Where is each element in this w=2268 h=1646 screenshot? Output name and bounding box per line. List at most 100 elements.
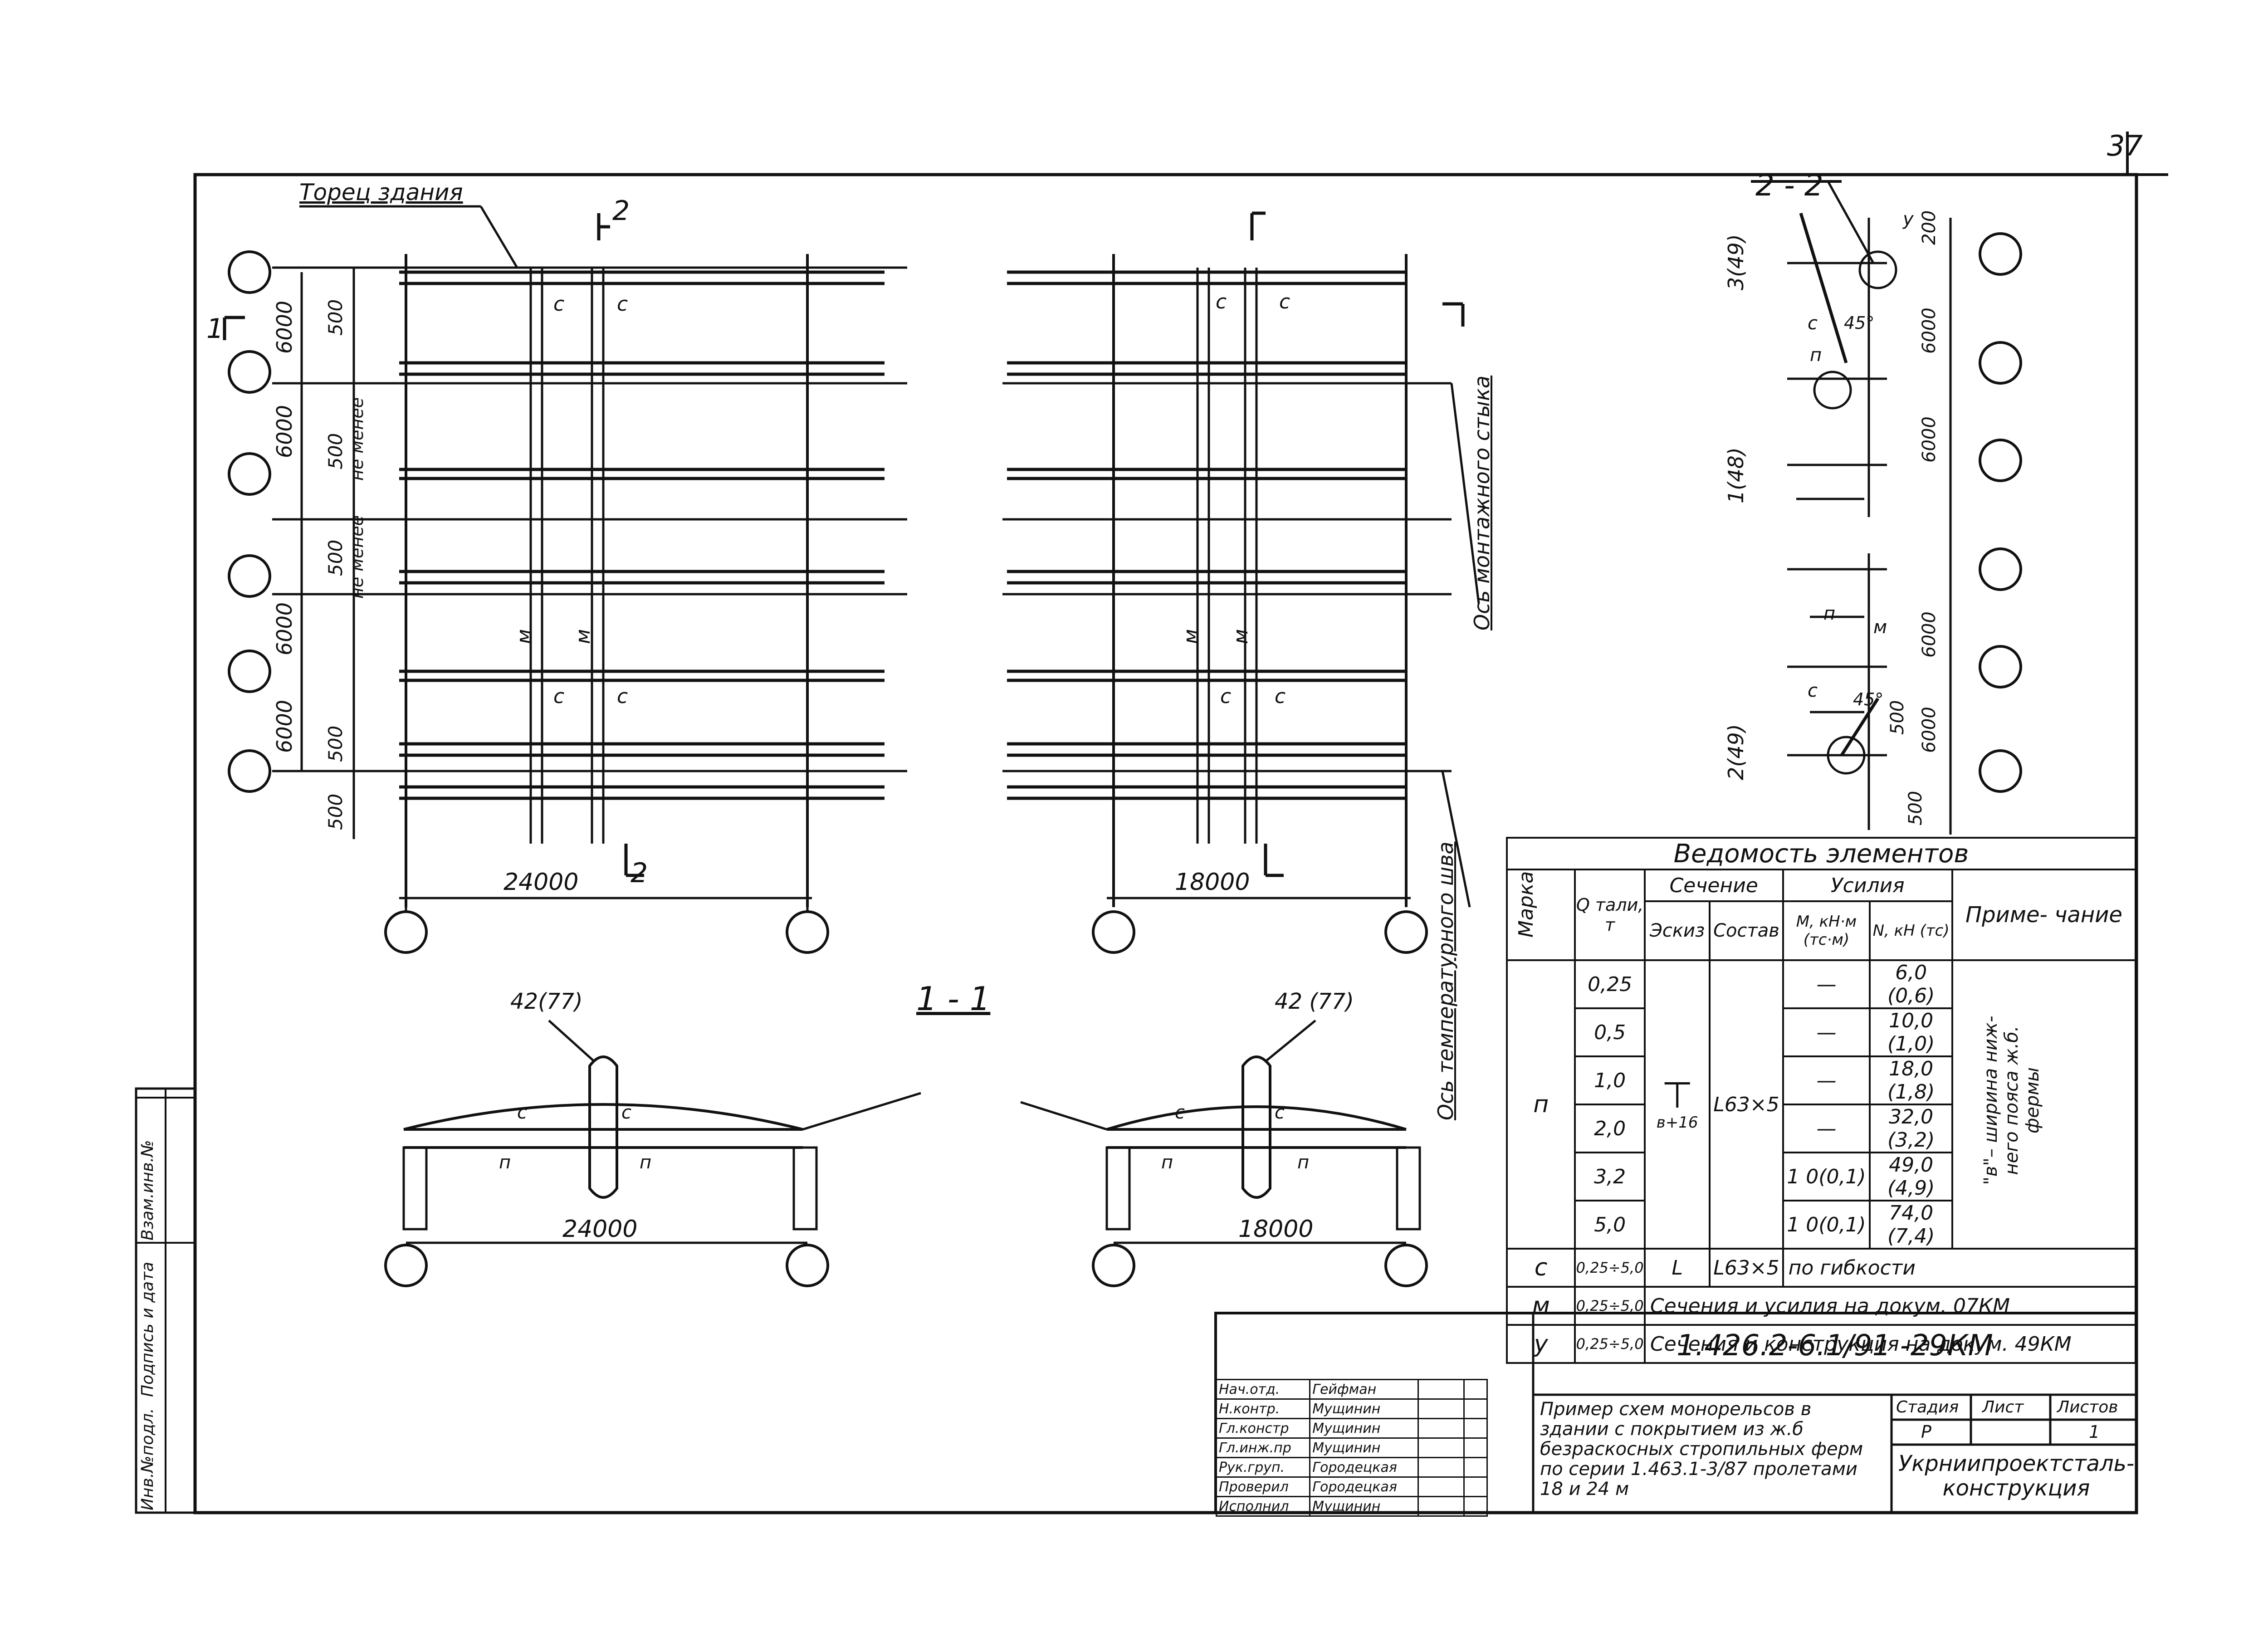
table-title: Ведомость элементов xyxy=(1506,837,2136,870)
stamp-role: Исполнил xyxy=(1215,1496,1311,1517)
stamp-row: Н.контр.Мущинин xyxy=(1215,1398,1488,1419)
label-c-8: с xyxy=(1275,685,1286,708)
s22-c-2: с xyxy=(1808,680,1818,701)
s11-p-1: п xyxy=(499,1152,511,1173)
c-sostav: L63×5 xyxy=(1709,1248,1784,1288)
stamp-sign xyxy=(1418,1437,1465,1458)
stamp-sign xyxy=(1418,1496,1465,1517)
s11-c-3: с xyxy=(1175,1102,1185,1123)
table-row: 0,5 — 10,0 (1,0) xyxy=(1507,1007,2136,1057)
stage-value: Р xyxy=(1921,1422,1931,1442)
sheet-header: Лист xyxy=(1982,1398,2024,1416)
col-sechenie: Сечение xyxy=(1643,869,1784,902)
table-row: 1,0 — 18,0 (1,8) xyxy=(1507,1055,2136,1105)
p-n: 10,0 (1,0) xyxy=(1869,1007,1953,1057)
stamp-date xyxy=(1463,1437,1488,1458)
stamp-role: Проверил xyxy=(1215,1476,1311,1497)
p-q: 1,0 xyxy=(1574,1055,1646,1105)
label-c-2: с xyxy=(617,293,628,316)
stamp-role: Нач.отд. xyxy=(1215,1379,1311,1400)
label-c-3: с xyxy=(553,685,565,708)
p-n: 74,0 (7,4) xyxy=(1869,1200,1953,1250)
label-c-1: с xyxy=(553,293,565,316)
p-n: 49,0 (4,9) xyxy=(1869,1152,1953,1202)
section-1-1-title: 1 - 1 xyxy=(916,980,991,1018)
stamp-name: Мущинин xyxy=(1309,1398,1419,1419)
sheet-title: Пример схем монорельсов в здании с покры… xyxy=(1540,1399,1863,1499)
m-mark: м xyxy=(1505,1286,1576,1326)
table-row: с 0,25÷5,0 L L63×5 по гибкости xyxy=(1505,1248,2137,1288)
sheets-value: 1 xyxy=(2089,1422,2100,1442)
stamp-row: Рук.груп.Городецкая xyxy=(1215,1457,1488,1478)
p-q: 2,0 xyxy=(1574,1104,1646,1153)
table-row: 2,0 — 32,0 (3,2) xyxy=(1507,1104,2136,1153)
stamp-date xyxy=(1463,1418,1488,1439)
m-text: Сечения и усилия на докум. 07КМ xyxy=(1643,1286,2137,1326)
stamp-date xyxy=(1463,1379,1488,1400)
c-text: по гибкости xyxy=(1782,1248,2137,1288)
stamp-name: Мущинин xyxy=(1309,1437,1419,1458)
stamp-sign xyxy=(1418,1398,1465,1419)
p-mark: п xyxy=(1505,959,1576,1250)
stamp-role: Гл.инж.пр xyxy=(1215,1437,1311,1458)
s11-c-1: с xyxy=(517,1102,527,1123)
section-mark-2-bottom: 2 xyxy=(631,857,648,889)
p-q: 5,0 xyxy=(1574,1200,1646,1250)
c-q: 0,25÷5,0 xyxy=(1574,1248,1646,1288)
section-1-1-left-callout: 42(77) xyxy=(510,989,583,1014)
section-2-2-title: 2 - 2 xyxy=(1755,168,1823,203)
p-q: 0,25 xyxy=(1574,959,1646,1009)
stamp-sign xyxy=(1418,1457,1465,1478)
y-q: 0,25÷5,0 xyxy=(1574,1324,1646,1364)
p-m: — xyxy=(1782,1055,1871,1105)
section-1-1-left-span: 24000 xyxy=(562,1216,638,1243)
s11-c-2: с xyxy=(621,1102,631,1123)
p-m: — xyxy=(1782,959,1871,1009)
doc-code: 1.426.2-6.1/91 -29КМ xyxy=(1677,1329,1993,1363)
table-row: п 0,25 ⊤в+16 L63×5 — 6,0 (0,6) "в"– шири… xyxy=(1505,959,2137,1250)
s11-c-4: с xyxy=(1275,1102,1285,1123)
s22-m: м xyxy=(1873,617,1887,638)
stamp-date xyxy=(1463,1398,1488,1419)
p-n: 18,0 (1,8) xyxy=(1869,1055,1953,1105)
stamp-date xyxy=(1463,1496,1488,1517)
col-n: N, кН (тс) xyxy=(1869,900,1953,961)
col-note: Приме- чание xyxy=(1951,869,2137,961)
table-row: м 0,25÷5,0 Сечения и усилия на докум. 07… xyxy=(1505,1286,2137,1326)
table-row: 5,0 1 0(0,1) 74,0 (7,4) xyxy=(1507,1200,2136,1250)
p-m: 1 0(0,1) xyxy=(1782,1152,1871,1202)
s11-p-3: п xyxy=(1161,1152,1173,1173)
signature-table: Нач.отд.Гейфман Н.контр.Мущинин Гл.конст… xyxy=(1215,1379,1488,1517)
s22-p-1: п xyxy=(1810,345,1822,366)
s22-c-1: с xyxy=(1808,313,1818,334)
stamp-role: Рук.груп. xyxy=(1215,1457,1311,1478)
stamp-sign xyxy=(1418,1476,1465,1497)
p-q: 0,5 xyxy=(1574,1007,1646,1057)
sheet-number: 37 xyxy=(2107,129,2143,162)
m-q: 0,25÷5,0 xyxy=(1574,1286,1646,1326)
label-c-5: с xyxy=(1216,290,1227,313)
c-eskiz: L xyxy=(1643,1248,1711,1288)
p-n: 6,0 (0,6) xyxy=(1869,959,1953,1009)
stamp-sign xyxy=(1418,1379,1465,1400)
s11-p-4: п xyxy=(1297,1152,1310,1173)
y-text: Сечения и конструкция на докум. 49КМ xyxy=(1643,1324,2137,1364)
angle-45-bottom: 45° xyxy=(1853,689,1884,709)
label-c-6: с xyxy=(1279,290,1290,313)
p-sostav: L63×5 xyxy=(1709,959,1784,1250)
p-eskiz-cell: ⊤в+16 xyxy=(1643,959,1711,1250)
left-span-dim: 24000 xyxy=(503,869,579,896)
table-row: у 0,25÷5,0 Сечения и конструкция на доку… xyxy=(1505,1324,2137,1364)
stamp-name: Городецкая xyxy=(1309,1457,1419,1478)
col-m: М, кН·м (тс·м) xyxy=(1782,900,1871,961)
section-mark-2: 2 xyxy=(612,195,630,227)
stage-header: Стадия xyxy=(1896,1398,1959,1416)
stamp-sign xyxy=(1418,1418,1465,1439)
col-sostav: Состав xyxy=(1709,900,1784,961)
stamp-name: Гейфман xyxy=(1309,1379,1419,1400)
elements-table: Ведомость элементов Марка Q тали, т Сече… xyxy=(1505,837,2137,1364)
label-c-4: с xyxy=(617,685,628,708)
